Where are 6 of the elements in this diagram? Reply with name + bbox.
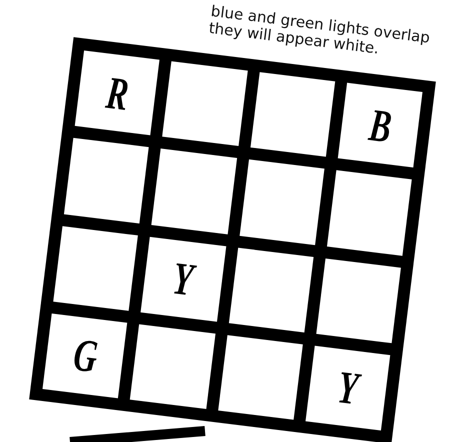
cell-letter: Y bbox=[170, 251, 196, 306]
note-text: blue and green lights overlap they will appear white. bbox=[208, 3, 432, 60]
cell-letter: G bbox=[70, 328, 100, 384]
cell-letter: Y bbox=[334, 360, 361, 416]
cell-letter: B bbox=[366, 98, 394, 153]
cell-letter: R bbox=[103, 65, 132, 121]
